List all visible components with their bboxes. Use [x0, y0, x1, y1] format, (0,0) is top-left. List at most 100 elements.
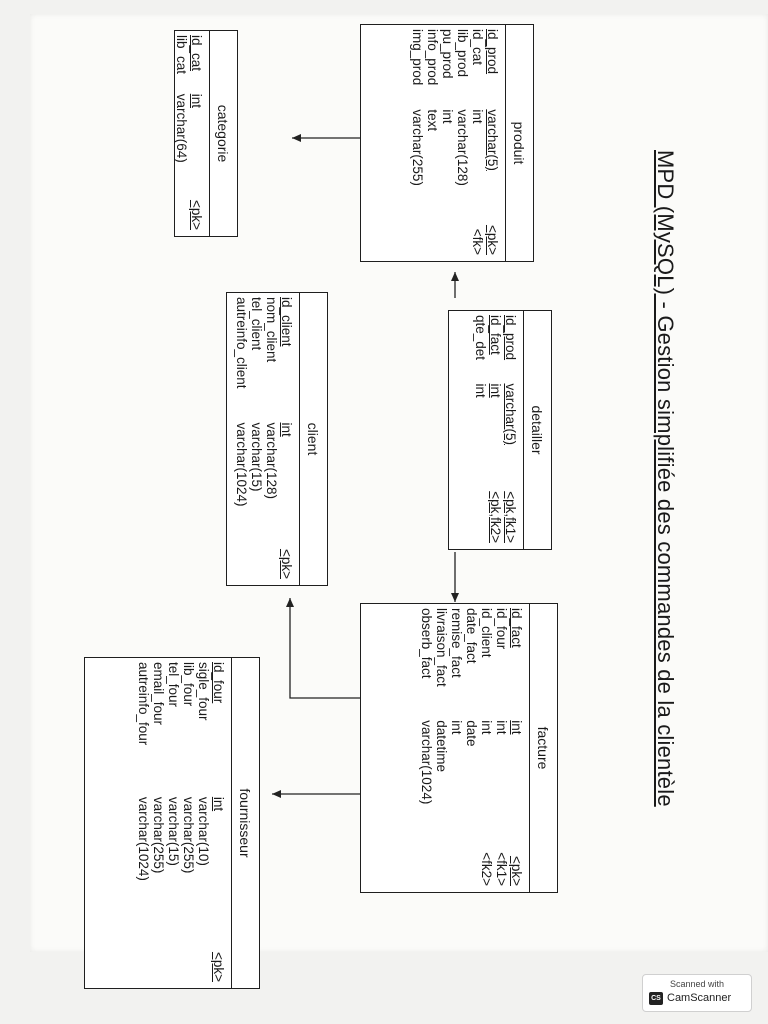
attribute-type: int — [473, 383, 488, 398]
attribute-key: <pk> — [279, 548, 294, 579]
attribute-key: <pk,fk2> — [488, 491, 503, 543]
attribute-key — [196, 929, 211, 988]
attribute-key — [473, 469, 488, 549]
attribute-key — [249, 535, 264, 585]
attribute-name: autreinfo_client — [234, 297, 249, 389]
attribute-key — [419, 835, 434, 892]
entity-name: client — [299, 293, 327, 585]
attribute-name: id_prod — [503, 315, 518, 361]
attribute-key: <pk,fk1> — [503, 491, 518, 543]
attribute-type: varchar(1024) — [419, 720, 434, 805]
attribute-name: id_cat — [470, 29, 485, 66]
attribute-type: int — [470, 109, 485, 124]
attribute-type: int — [494, 720, 509, 735]
camscanner-watermark: Scanned with CS CamScanner — [642, 974, 752, 1012]
attribute-row: lib_four varchar(255) — [181, 658, 196, 988]
attribute-row: lib_cat varchar(64) — [174, 31, 189, 236]
attribute-type: varchar(1024) — [234, 422, 249, 507]
attribute-key — [136, 929, 151, 988]
attribute-name: tel_client — [249, 297, 264, 351]
attribute-name: img_prod — [410, 29, 425, 86]
attribute-key — [455, 211, 470, 261]
attribute-type: varchar(64) — [174, 93, 189, 163]
attribute-key — [410, 211, 425, 261]
attribute-type: int — [189, 93, 204, 109]
attribute-key — [434, 835, 449, 892]
attribute-name: pu_prod — [440, 29, 455, 79]
attribute-key — [181, 929, 196, 988]
attribute-type: int — [440, 109, 455, 124]
attribute-type: int — [509, 720, 524, 735]
attribute-key — [174, 186, 189, 236]
attribute-key — [449, 835, 464, 892]
attribute-row: id_prod varchar(5) <pk,fk1> — [503, 311, 523, 549]
attribute-key — [234, 535, 249, 585]
attribute-name: date_fact — [464, 608, 479, 664]
attribute-name: email_four — [151, 662, 166, 726]
attribute-name: autreinfo_four — [136, 662, 151, 746]
attribute-key — [464, 835, 479, 892]
watermark-brand: CamScanner — [667, 992, 732, 1004]
attribute-key: <fk2> — [479, 852, 494, 886]
attribute-type: varchar(255) — [410, 109, 425, 186]
attribute-name: id_four — [494, 608, 509, 650]
attribute-row: obserb_fact varchar(1024) — [419, 604, 434, 892]
entity-name: facture — [529, 604, 557, 892]
attribute-type: varchar(1024) — [136, 796, 151, 881]
attribute-key — [166, 929, 181, 988]
attribute-type: varchar(255) — [181, 796, 196, 874]
attribute-key: <pk> — [485, 224, 500, 255]
attribute-name: livraison_fact — [434, 608, 449, 687]
entity-name: produit — [505, 25, 533, 261]
attribute-name: qte_det — [473, 315, 488, 361]
attribute-type: int — [449, 720, 464, 735]
attribute-name: lib_four — [181, 662, 196, 707]
attribute-key — [151, 929, 166, 988]
watermark-caption: Scanned with — [669, 979, 725, 989]
attribute-name: remise_fact — [449, 608, 464, 678]
attribute-name: id_client — [279, 297, 294, 347]
attribute-key — [264, 535, 279, 585]
entity-name: fournisseur — [231, 658, 259, 988]
attribute-type: int — [488, 383, 503, 398]
attribute-type: varchar(10) — [196, 796, 211, 866]
attribute-type: varchar(5) — [503, 383, 518, 445]
camscanner-logo-icon: CS — [649, 992, 663, 1005]
attribute-row: nom_client varchar(128) — [264, 293, 279, 585]
attribute-name: obserb_fact — [419, 608, 434, 679]
attribute-type: datetime — [434, 720, 449, 773]
attribute-name: id_four — [211, 662, 226, 704]
attribute-key: <pk> — [211, 951, 226, 982]
attribute-name: info_prod — [425, 29, 440, 86]
attribute-type: varchar(128) — [264, 422, 279, 500]
attribute-name: nom_client — [264, 297, 279, 363]
attribute-name: id_cat — [189, 35, 204, 72]
attribute-key — [425, 211, 440, 261]
attribute-name: lib_prod — [455, 29, 470, 78]
entity-name: categorie — [209, 31, 237, 236]
attribute-type: int — [211, 796, 226, 812]
attribute-name: tel_four — [166, 662, 181, 708]
attribute-type: text — [425, 109, 440, 132]
attribute-row: livraison_fact datetime — [434, 604, 449, 892]
attribute-name: lib_cat — [174, 35, 189, 75]
attribute-type: varchar(15) — [249, 422, 264, 492]
attribute-row: img_prod varchar(255) — [410, 25, 425, 261]
